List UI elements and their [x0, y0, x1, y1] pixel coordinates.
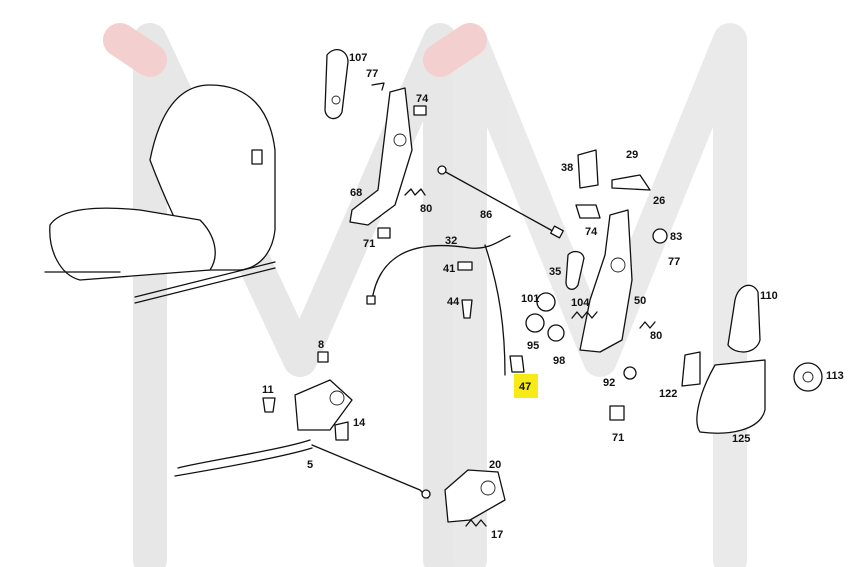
part-80-spring [404, 188, 426, 196]
part-77-clip [371, 82, 385, 91]
highlight-47 [514, 374, 538, 398]
part-50-hole [610, 257, 626, 273]
part-98 [547, 324, 565, 342]
label-110: 110 [760, 290, 778, 302]
part-8 [317, 351, 329, 363]
part-5-lever [174, 439, 313, 477]
label-122: 122 [659, 388, 677, 400]
part-101 [536, 292, 556, 312]
part-35 [565, 250, 585, 290]
cable-32 [366, 235, 511, 376]
part-107 [324, 49, 349, 120]
part-20 [444, 469, 506, 523]
part-20-hole [480, 480, 496, 496]
label-107: 107 [349, 52, 367, 64]
side-covers [681, 284, 823, 434]
label-32: 32 [445, 235, 457, 247]
part-17-spring [465, 519, 487, 527]
rod-86 [437, 165, 564, 239]
part-80-b-spring [639, 321, 656, 329]
label-50: 50 [634, 295, 646, 307]
part-74-b [575, 204, 601, 219]
label-77-top: 77 [366, 68, 378, 80]
part-104-spring [571, 311, 598, 319]
label-86: 86 [480, 209, 492, 221]
part-107-hole [331, 95, 341, 105]
part-29 [611, 174, 651, 191]
label-17: 17 [491, 529, 503, 541]
label-101: 101 [521, 293, 539, 305]
label-92: 92 [603, 377, 615, 389]
label-71-right: 71 [612, 432, 624, 444]
label-98: 98 [553, 355, 565, 367]
lower-linkage [174, 351, 506, 527]
part-11-bolt [262, 397, 276, 413]
part-38 [577, 149, 599, 189]
part-14-hole [329, 390, 345, 406]
watermark-stroke [103, 23, 487, 77]
part-113-knob [793, 362, 823, 392]
seat-cushion [49, 207, 216, 281]
label-38: 38 [561, 162, 573, 174]
label-26: 26 [653, 195, 665, 207]
label-14: 14 [353, 417, 366, 429]
part-41 [457, 261, 473, 271]
part-47 [509, 355, 525, 373]
label-47: 47 [519, 381, 531, 393]
part-122 [681, 351, 701, 387]
part-110 [727, 284, 761, 353]
label-35: 35 [549, 266, 561, 278]
right-bracket-assembly [509, 149, 668, 421]
label-104: 104 [571, 297, 590, 309]
part-68 [349, 87, 413, 226]
label-29: 29 [626, 149, 638, 161]
label-71-left: 71 [363, 238, 375, 250]
label-80-left: 80 [420, 203, 432, 215]
rod-86-tip [550, 225, 564, 239]
part-92-screw [623, 366, 637, 380]
label-5: 5 [307, 459, 313, 471]
part-113-center [802, 371, 814, 383]
seat-latch [251, 149, 263, 165]
label-8: 8 [318, 339, 324, 351]
rod-86-shaft [441, 169, 561, 236]
part-83-screw [652, 228, 668, 244]
label-125: 125 [732, 433, 750, 445]
part-5-bar [311, 444, 429, 499]
part-71-clip [377, 227, 391, 239]
label-68: 68 [350, 187, 362, 199]
label-113: 113 [826, 370, 844, 382]
part-71-b [609, 405, 625, 421]
label-74-top: 74 [416, 93, 429, 105]
part-68-hole [393, 133, 407, 147]
seat-illustration [44, 84, 276, 304]
label-80-right: 80 [650, 330, 662, 342]
cable-32-line-2 [484, 244, 506, 376]
cable-32-line [371, 235, 511, 301]
label-41: 41 [443, 263, 455, 275]
part-5-end [421, 489, 431, 499]
seat-rail [44, 261, 276, 304]
part-125 [696, 359, 766, 434]
label-11: 11 [262, 384, 274, 396]
part-74-clip [413, 105, 427, 116]
rod-86-end [437, 165, 447, 175]
part-labels: 107 77 74 68 80 71 86 32 41 44 38 29 26 … [262, 52, 844, 541]
label-74-right: 74 [585, 226, 598, 238]
part-14-clip [334, 421, 349, 441]
watermark-stroke [453, 23, 747, 567]
label-83: 83 [670, 231, 682, 243]
part-14-bracket [294, 379, 353, 431]
label-20: 20 [489, 459, 501, 471]
label-77-right: 77 [668, 256, 680, 268]
label-44: 44 [447, 296, 460, 308]
part-44-screw [461, 299, 473, 319]
part-95 [525, 313, 545, 333]
cable-32-end [366, 295, 376, 305]
left-bracket-assembly [324, 49, 427, 239]
label-95: 95 [527, 340, 539, 352]
